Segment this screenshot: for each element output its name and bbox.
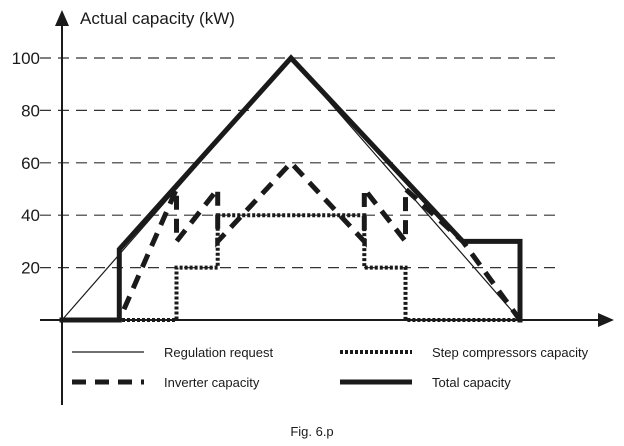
figure-caption: Fig. 6.p [290, 424, 333, 439]
series-total-capacity [59, 54, 523, 323]
y-tick-label-40: 40 [21, 206, 40, 225]
series-step-compressors-capacity [62, 213, 520, 322]
legend-label-total-capacity: Total capacity [432, 375, 511, 390]
y-axis-title: Actual capacity (kW) [80, 9, 235, 28]
y-tick-label-100: 100 [12, 49, 40, 68]
series-lines [59, 54, 523, 323]
x-axis-arrow-icon [598, 313, 614, 327]
grid-lines [40, 57, 555, 269]
legend-label-inverter-capacity: Inverter capacity [164, 375, 260, 390]
y-tick-label-60: 60 [21, 154, 40, 173]
y-tick-label-20: 20 [21, 259, 40, 278]
series-regulation-request [61, 57, 521, 321]
y-tick-labels: 100 80 60 40 20 [12, 49, 40, 278]
legend-label-regulation-request: Regulation request [164, 345, 274, 360]
legend: Regulation request Step compressors capac… [72, 345, 589, 390]
legend-label-step-compressors-capacity: Step compressors capacity [432, 345, 589, 360]
y-axis-arrow-icon [55, 10, 69, 26]
y-tick-label-80: 80 [21, 101, 40, 120]
